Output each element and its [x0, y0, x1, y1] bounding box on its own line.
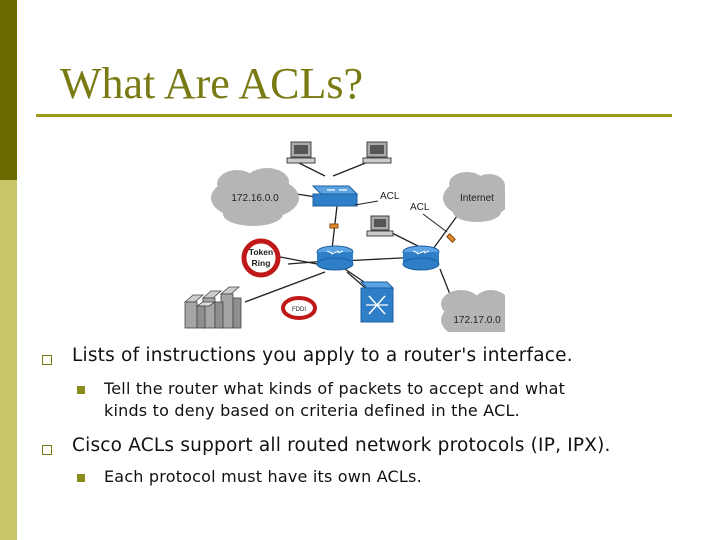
- server-rack-icon: [183, 286, 242, 329]
- sub-bullet-text-line1: Tell the router what kinds of packets to…: [104, 379, 566, 398]
- acl-label: ACL: [380, 191, 400, 202]
- fddi-label: FDDI: [292, 307, 306, 313]
- switch-icon: [311, 185, 359, 207]
- bullet-text: Lists of instructions you apply to a rou…: [72, 345, 573, 366]
- title-underline: [36, 114, 672, 117]
- acl-filter-marker: [446, 233, 456, 243]
- token-ring-icon: [241, 238, 281, 278]
- sub-bullet-text-line2: kinds to deny based on criteria defined …: [104, 401, 520, 420]
- pc-icon: [362, 141, 392, 164]
- sub-bullet-marker: [77, 386, 85, 394]
- cloud-172-17-label: 172.17.0.0: [453, 315, 501, 326]
- slide-title: What Are ACLs?: [60, 59, 364, 108]
- router-icon: [316, 245, 354, 271]
- pc-icon: [286, 141, 316, 164]
- fddi-ring-icon: [281, 296, 317, 320]
- bullet-text: Cisco ACLs support all routed network pr…: [72, 435, 611, 456]
- sidebar-dark-band: [0, 0, 17, 180]
- sidebar-light-band: [0, 180, 17, 540]
- acl-filter-marker: [329, 223, 339, 229]
- cloud-internet-label: Internet: [460, 193, 494, 204]
- multilayer-switch-icon: [359, 281, 395, 323]
- token-ring-label-line1: Token: [249, 247, 273, 257]
- sub-bullet-marker: [77, 474, 85, 482]
- acl-label: ACL: [410, 202, 430, 213]
- pc-icon: [366, 215, 394, 237]
- cloud-internet-icon: [443, 172, 505, 222]
- bullet-marker: [42, 355, 52, 365]
- cloud-172-17-icon: [441, 290, 505, 332]
- cloud-172-16-label: 172.16.0.0: [231, 193, 279, 204]
- token-ring-label-line2: Ring: [252, 258, 271, 268]
- cloud-172-16-icon: [211, 168, 299, 226]
- sub-bullet-text-line1: Each protocol must have its own ACLs.: [104, 467, 422, 486]
- network-diagram: 172.16.0.0 Internet 172.17.0.0 ACL: [183, 141, 505, 332]
- bullet-marker: [42, 445, 52, 455]
- router-icon: [402, 245, 440, 271]
